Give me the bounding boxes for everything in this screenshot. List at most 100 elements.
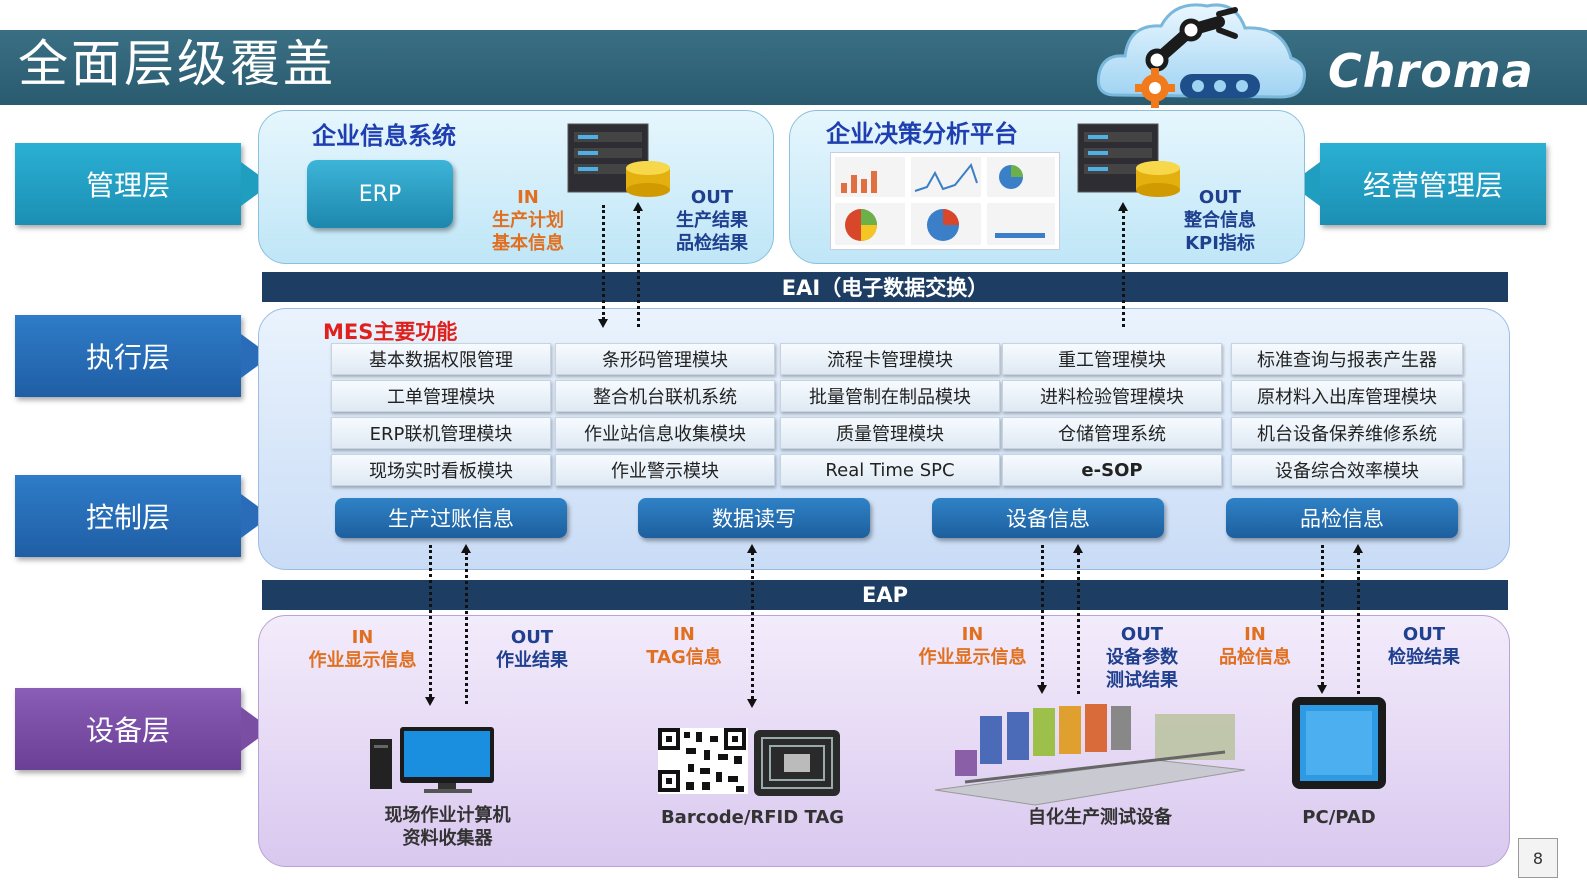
- mes-module[interactable]: 标准查询与报表产生器: [1231, 343, 1463, 375]
- inspection-out-connector: [1357, 552, 1360, 694]
- inspection-info-button[interactable]: 品检信息: [1226, 498, 1458, 538]
- out-line: 设备参数: [1106, 647, 1178, 668]
- header-bar: [0, 30, 1587, 105]
- out-label: OUT: [1198, 187, 1242, 208]
- mes-module[interactable]: 流程卡管理模块: [780, 343, 1000, 375]
- business-layer-tag: 经营管理层: [1320, 143, 1546, 225]
- arrow-up-icon: [461, 544, 471, 553]
- dashboard-charts-icon: [830, 152, 1060, 250]
- arrow-up-icon: [1073, 544, 1083, 553]
- decision-out-connector: [1122, 210, 1125, 327]
- arrow-up-icon: [747, 544, 757, 553]
- mes-module[interactable]: 工单管理模块: [331, 380, 551, 412]
- in-label: IN: [351, 627, 374, 648]
- device-line: PC/PAD: [1302, 807, 1376, 828]
- out-line: 品检结果: [676, 233, 748, 254]
- mes-module[interactable]: 条形码管理模块: [555, 343, 775, 375]
- mes-module[interactable]: 机台设备保养维修系统: [1231, 417, 1463, 449]
- in-line: 作业显示信息: [918, 647, 1027, 668]
- data-read-write-button[interactable]: 数据读写: [638, 498, 870, 538]
- arrow-up-icon: [1353, 544, 1363, 553]
- device-line: 自化生产测试设备: [1028, 807, 1172, 828]
- equipment-out-connector: [1077, 552, 1080, 694]
- rfid-tag-icon: [752, 728, 842, 798]
- mes-module[interactable]: 设备综合效率模块: [1231, 454, 1463, 486]
- computer-icon: [368, 725, 498, 795]
- eai-band: EAI（电子数据交换）: [262, 272, 1508, 302]
- mes-module[interactable]: 作业警示模块: [555, 454, 775, 486]
- mes-module[interactable]: 现场实时看板模块: [331, 454, 551, 486]
- production-posting-button[interactable]: 生产过账信息: [335, 498, 567, 538]
- mes-module[interactable]: e-SOP: [1002, 454, 1222, 486]
- page-number: 8: [1518, 838, 1558, 878]
- in-label: IN: [673, 624, 695, 645]
- management-layer-tag: 管理层: [15, 143, 241, 225]
- mes-module[interactable]: 整合机台联机系统: [555, 380, 775, 412]
- posting-in-connector: [429, 545, 432, 697]
- mes-module[interactable]: 原材料入出库管理模块: [1231, 380, 1463, 412]
- equipment-in-connector: [1041, 545, 1044, 685]
- device-line: 资料收集器: [402, 828, 493, 849]
- mes-module[interactable]: Real Time SPC: [780, 454, 1000, 486]
- mes-title: MES主要功能: [323, 320, 458, 344]
- mes-module[interactable]: ERP联机管理模块: [331, 417, 551, 449]
- qr-code-icon: [658, 728, 748, 794]
- tablet-icon: [1290, 695, 1388, 791]
- in-label: IN: [1244, 624, 1266, 645]
- flow-label: IN 作业显示信息: [300, 626, 425, 672]
- mes-module[interactable]: 批量管制在制品模块: [780, 380, 1000, 412]
- out-line: 整合信息: [1184, 210, 1256, 231]
- execution-layer-tag: 执行层: [15, 315, 241, 397]
- decision-out-label: OUT 整合信息 KPI指标: [1170, 186, 1270, 255]
- arrow-down-icon: [1037, 685, 1047, 694]
- erp-in-connector: [602, 205, 605, 320]
- mes-module[interactable]: 作业站信息收集模块: [555, 417, 775, 449]
- in-line: 品检信息: [1219, 647, 1291, 668]
- in-line: 作业显示信息: [308, 650, 417, 671]
- out-label: OUT: [1402, 624, 1446, 645]
- out-label: OUT: [690, 187, 734, 208]
- enterprise-info-title: 企业信息系统: [312, 122, 456, 150]
- device-line: Barcode/RFID TAG: [660, 807, 845, 828]
- device-label: PC/PAD: [1284, 806, 1394, 829]
- in-line: TAG信息: [646, 647, 722, 668]
- tag-connector: [751, 552, 754, 699]
- flow-label: IN TAG信息: [634, 623, 734, 669]
- arrow-down-icon: [747, 699, 757, 708]
- flow-label: OUT 作业结果: [482, 626, 582, 672]
- mes-module[interactable]: 重工管理模块: [1002, 343, 1222, 375]
- mes-module[interactable]: 基本数据权限管理: [331, 343, 551, 375]
- in-line: 生产计划: [492, 210, 564, 231]
- out-line: KPI指标: [1185, 233, 1255, 254]
- arrow-up-icon: [1118, 202, 1128, 211]
- mes-module[interactable]: 质量管理模块: [780, 417, 1000, 449]
- in-label: IN: [517, 187, 539, 208]
- mes-module[interactable]: 仓储管理系统: [1002, 417, 1222, 449]
- control-layer-tag: 控制层: [15, 475, 241, 557]
- out-line: 生产结果: [676, 210, 748, 231]
- production-line-icon: [925, 700, 1255, 810]
- erp-box: ERP: [307, 160, 453, 228]
- brand-logo: Chroma: [1328, 44, 1534, 98]
- server-database-icon: [566, 120, 676, 200]
- out-line: 作业结果: [496, 650, 568, 671]
- device-label: 自化生产测试设备: [1005, 806, 1195, 829]
- server-database-icon: [1076, 120, 1186, 200]
- erp-out-label: OUT 生产结果 品检结果: [662, 186, 762, 255]
- flow-label: IN 品检信息: [1208, 623, 1302, 669]
- erp-out-connector: [637, 210, 640, 327]
- page-title: 全面层级覆盖: [18, 35, 336, 93]
- flow-label: IN 作业显示信息: [910, 623, 1035, 669]
- equipment-layer-tag: 设备层: [15, 688, 241, 770]
- arrow-down-icon: [425, 697, 435, 706]
- device-label: Barcode/RFID TAG: [640, 806, 865, 829]
- device-label: 现场作业计算机 资料收集器: [360, 804, 535, 850]
- inspection-in-connector: [1321, 545, 1324, 685]
- mes-module[interactable]: 进料检验管理模块: [1002, 380, 1222, 412]
- posting-out-connector: [465, 552, 468, 704]
- erp-in-label: IN 生产计划 基本信息: [478, 186, 578, 255]
- device-line: 现场作业计算机: [384, 805, 511, 826]
- out-label: OUT: [1120, 624, 1164, 645]
- equipment-info-button[interactable]: 设备信息: [932, 498, 1164, 538]
- cloud-robot-logo: [1095, 0, 1310, 110]
